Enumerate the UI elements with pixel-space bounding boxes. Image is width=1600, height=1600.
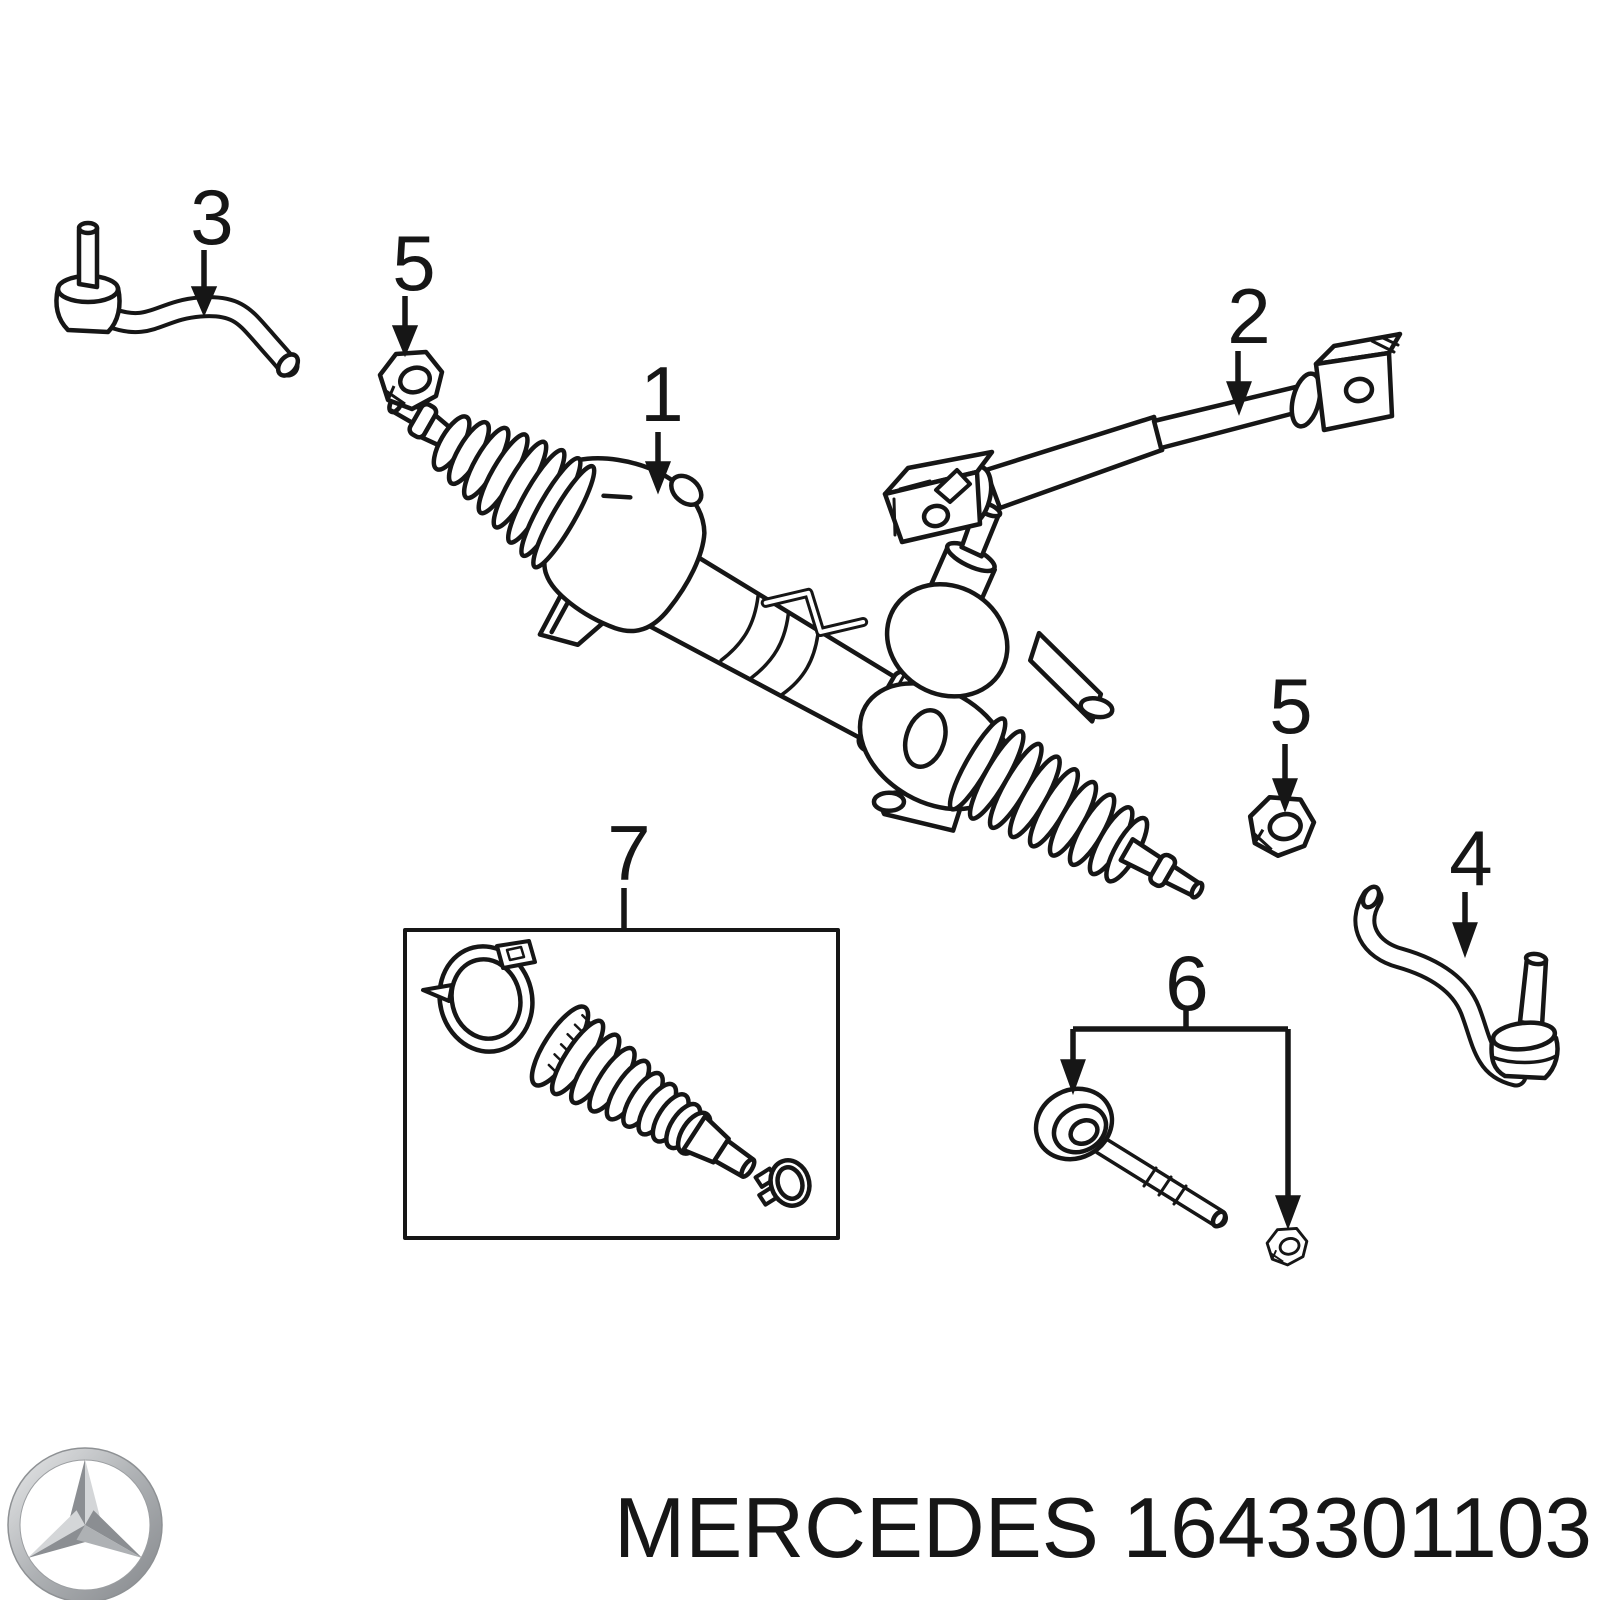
callout-5-right-label: 5 (1269, 662, 1312, 750)
callout-4-label: 4 (1449, 814, 1492, 902)
caption-text: MERCEDES 1643301103 (614, 1481, 1592, 1576)
boot-kit-box (403, 928, 840, 1240)
callout-7-label: 7 (607, 809, 650, 897)
callout-3-label: 3 (190, 173, 233, 261)
tie-rod-end-left-drawing (54, 220, 301, 378)
callout-6-bracket (1060, 1010, 1301, 1230)
callout-2-label: 2 (1227, 272, 1270, 360)
lock-nut-left-drawing (380, 352, 442, 409)
callout-1-arrow (644, 432, 672, 495)
inner-tie-rod-nut-drawing (1265, 1226, 1309, 1267)
callout-5-left-arrow (391, 296, 419, 358)
tie-rod-end-right-drawing (1353, 884, 1560, 1088)
lock-nut-right-drawing (1245, 793, 1316, 860)
inner-tie-rod-drawing (1033, 1086, 1228, 1229)
steering-rack-drawing (387, 393, 1205, 900)
callout-3-arrow (190, 250, 218, 317)
mercedes-star-logo (7, 1447, 163, 1600)
callout-5-right-arrow (1272, 744, 1298, 813)
callout-6-label: 6 (1165, 939, 1208, 1027)
callout-4-arrow (1452, 892, 1478, 959)
callout-1-label: 1 (640, 350, 683, 438)
callout-arrows (190, 250, 1478, 1230)
callout-2-arrow (1226, 351, 1252, 416)
steering-shaft-drawing (882, 331, 1403, 545)
callout-5-left-label: 5 (392, 219, 435, 307)
